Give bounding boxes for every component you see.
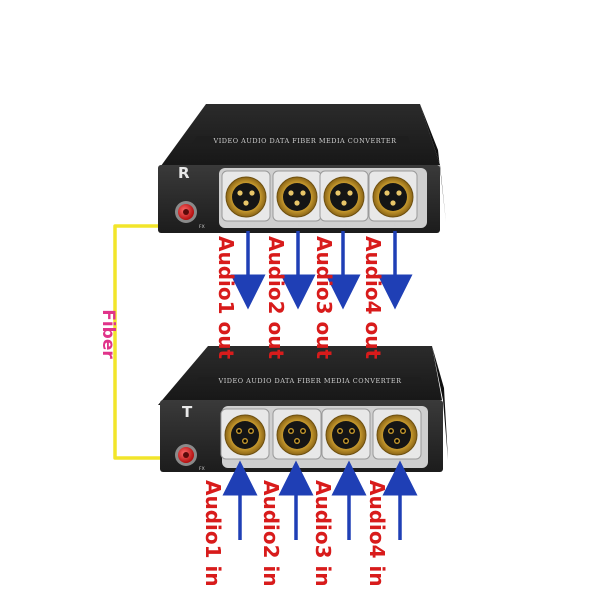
- receiver-fiber-port-label: FX: [199, 224, 205, 230]
- transmitter-xlr-connector-2: [272, 408, 322, 460]
- receiver-port-label-4: AUDIO 4: [384, 222, 403, 228]
- audio-in-label-2: Audio2 in: [259, 480, 283, 587]
- transmitter-port-label-3: AUDIO 3: [337, 460, 356, 466]
- receiver-xlr-connector-3: [319, 170, 369, 222]
- audio-out-label-4: Audio4 out: [361, 236, 385, 359]
- output-arrows: [230, 231, 413, 310]
- receiver-device: VIDEO AUDIO DATA FIBER MEDIA CONVERTER R…: [158, 104, 446, 233]
- transmitter-xlr-connector-3: [321, 408, 371, 460]
- transmitter-device: VIDEO AUDIO DATA FIBER MEDIA CONVERTER T…: [158, 346, 448, 472]
- transmitter-port-label-4: AUDIO 4: [388, 460, 407, 466]
- audio-out-label-3: Audio3 out: [312, 236, 336, 359]
- receiver-xlr-connector-2: [272, 170, 322, 222]
- receiver-port-label-2: AUDIO 2: [288, 222, 307, 228]
- receiver-xlr-connector-1: [221, 170, 271, 222]
- audio-out-label-2: Audio2 out: [264, 236, 288, 359]
- transmitter-fiber-port-label: FX: [199, 466, 205, 472]
- transmitter-port-label-1: AUDIO 1: [236, 460, 255, 466]
- transmitter-xlr-connector-1: [220, 408, 270, 460]
- receiver-xlr-connector-4: [368, 170, 418, 222]
- transmitter-fiber-port: [175, 444, 197, 466]
- transmitter-xlr-connector-4: [372, 408, 422, 460]
- transmitter-title: VIDEO AUDIO DATA FIBER MEDIA CONVERTER: [218, 377, 403, 385]
- transmitter-top-surface: [158, 346, 442, 405]
- receiver-port-label-3: AUDIO 3: [335, 222, 354, 228]
- receiver-title: VIDEO AUDIO DATA FIBER MEDIA CONVERTER: [213, 137, 398, 145]
- input-arrows: [222, 460, 418, 540]
- audio-out-label-1: Audio1 out: [214, 236, 238, 359]
- audio-in-label-3: Audio3 in: [311, 480, 335, 587]
- fiber-label: Fiber: [98, 309, 118, 359]
- fiber-cable: [113, 224, 180, 460]
- receiver-fiber-port: [175, 201, 197, 223]
- receiver-port-label-1: AUDIO 1: [237, 222, 256, 228]
- input-labels: Audio1 in Audio2 in Audio3 in Audio4 in: [201, 480, 389, 587]
- audio-in-label-1: Audio1 in: [201, 480, 225, 587]
- output-labels: Audio1 out Audio2 out Audio3 out Audio4 out: [214, 236, 385, 359]
- transmitter-letter: T: [182, 403, 193, 421]
- transmitter-port-label-2: AUDIO 2: [288, 460, 307, 466]
- receiver-letter: R: [178, 164, 190, 182]
- audio-in-label-4: Audio4 in: [365, 480, 389, 587]
